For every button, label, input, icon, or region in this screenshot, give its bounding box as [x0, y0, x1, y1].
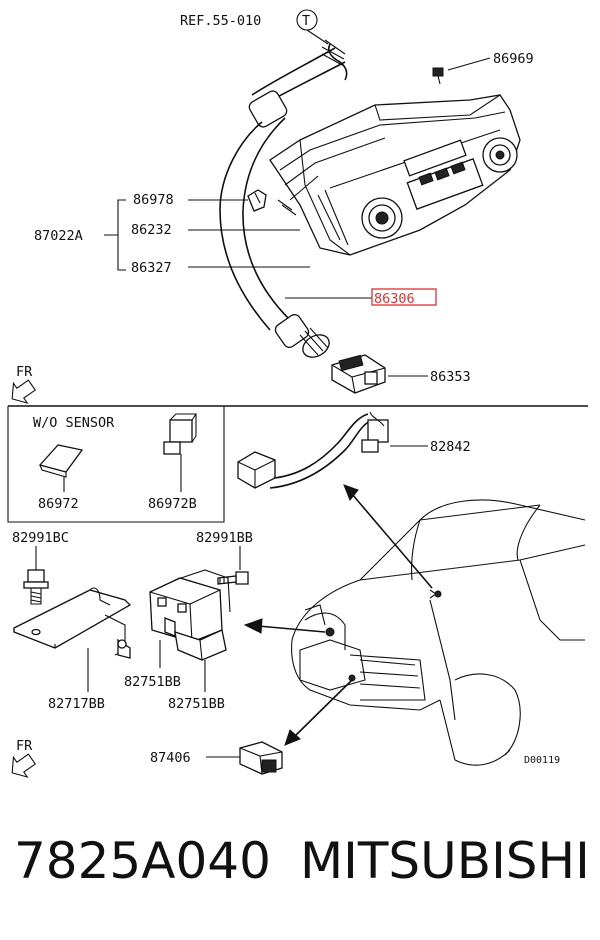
- svg-text:FR: FR: [16, 738, 33, 754]
- screw-86969: [432, 67, 444, 85]
- wo-sensor-label: W/O SENSOR: [33, 415, 115, 431]
- clip-86978: [247, 189, 267, 212]
- footer: 7825A040 MITSUBISHI: [0, 832, 600, 912]
- bolt-82991BB: [217, 571, 249, 585]
- sensor-87406: [239, 741, 283, 775]
- label-82751BB-a: 82751BB: [124, 674, 181, 690]
- label-82991BC: 82991BC: [12, 530, 69, 546]
- label-82991BB: 82991BB: [196, 530, 253, 546]
- ref-circle-letter: T: [302, 13, 310, 29]
- label-86972B: 86972B: [148, 496, 197, 512]
- hose-upper: [219, 39, 348, 358]
- ac-control-panel: [269, 94, 521, 256]
- label-86978: 86978: [133, 192, 174, 208]
- pointer-arrows: [243, 484, 433, 746]
- label-86972: 86972: [38, 496, 79, 512]
- parts-diagram: REF.55-010 T: [7, 9, 588, 778]
- ref-label: REF.55-010: [180, 13, 261, 29]
- label-82717BB: 82717BB: [48, 696, 105, 712]
- label-86232: 86232: [131, 222, 172, 238]
- highlight-box-86306: [371, 288, 437, 306]
- label-82842: 82842: [430, 439, 471, 455]
- vehicle-outline: [291, 499, 586, 766]
- ref-leader-line: [306, 29, 329, 45]
- label-87022A: 87022A: [34, 228, 83, 244]
- part-number: 7825A040: [14, 832, 271, 890]
- fr-arrow-top: FR: [11, 364, 37, 404]
- label-86327: 86327: [131, 260, 172, 276]
- label-82751BB-b: 82751BB: [168, 696, 225, 712]
- diagram-code: D00119: [524, 755, 560, 766]
- connector-86353: [331, 354, 386, 394]
- label-86969: 86969: [493, 51, 534, 67]
- svg-text:FR: FR: [16, 364, 33, 380]
- label-87406: 87406: [150, 750, 191, 766]
- connector-86972B: [163, 413, 198, 455]
- cover-86972: [38, 444, 84, 478]
- bracket-82717BB: [13, 587, 132, 659]
- harness-82842: [237, 411, 389, 489]
- relays-82751BB: [149, 569, 231, 661]
- brand-name: MITSUBISHI: [300, 832, 590, 890]
- label-86306: 86306: [374, 291, 415, 307]
- label-86353: 86353: [430, 369, 471, 385]
- bolt-82991BC: [23, 569, 49, 605]
- fr-arrow-bottom: FR: [11, 738, 37, 778]
- wo-sensor-box: [7, 406, 225, 523]
